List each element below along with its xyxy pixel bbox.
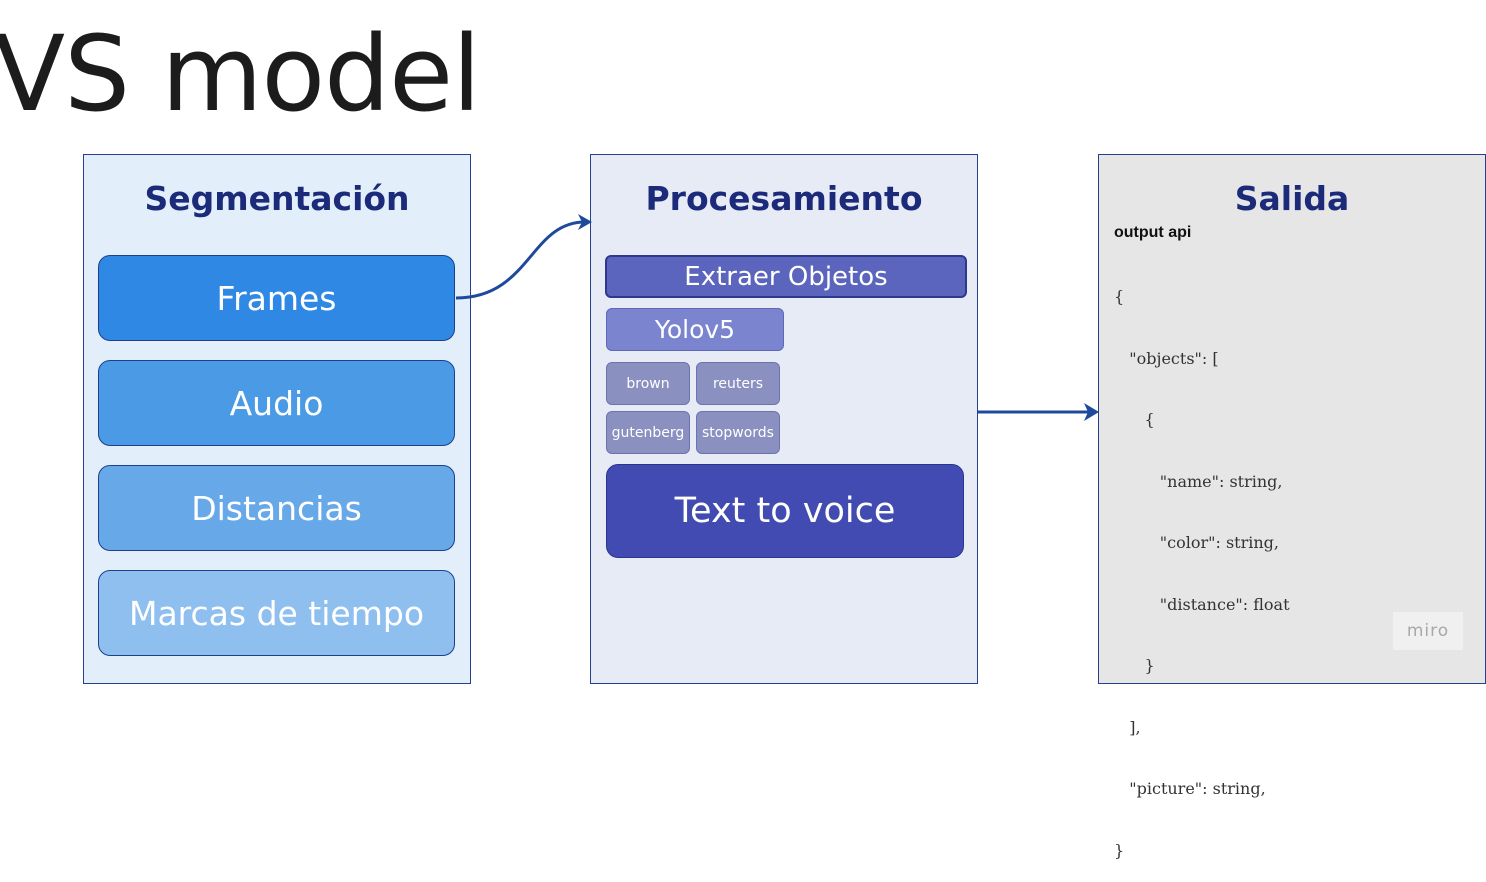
text-to-voice-label: Text to voice xyxy=(674,491,896,531)
chip-reuters[interactable]: reuters xyxy=(696,362,780,405)
distancias-box[interactable]: Distancias xyxy=(98,465,455,551)
audio-label: Audio xyxy=(229,383,324,423)
miro-watermark: miro xyxy=(1393,612,1463,650)
segmentacion-title: Segmentación xyxy=(144,179,410,218)
extraer-objetos-box[interactable]: Extraer Objetos xyxy=(605,255,967,298)
chip-stopwords-label: stopwords xyxy=(702,424,774,441)
code-line: { xyxy=(1114,410,1155,429)
yolov5-label: Yolov5 xyxy=(654,315,736,344)
text-to-voice-box[interactable]: Text to voice xyxy=(606,464,964,558)
marcas-de-tiempo-box[interactable]: Marcas de tiempo xyxy=(98,570,455,656)
code-line: "name": string, xyxy=(1114,471,1283,491)
marcas-de-tiempo-label: Marcas de tiempo xyxy=(128,593,425,633)
extraer-objetos-label: Extraer Objetos xyxy=(684,261,888,292)
code-line: ], xyxy=(1114,717,1141,737)
code-line: "picture": string, xyxy=(1114,779,1266,798)
page-title: VS model xyxy=(0,13,481,135)
arrowhead-icon xyxy=(1084,403,1099,421)
chip-gutenberg-label: gutenberg xyxy=(611,424,685,441)
code-line: "color": string, xyxy=(1114,533,1279,552)
audio-box[interactable]: Audio xyxy=(98,360,455,446)
chip-gutenberg[interactable]: gutenberg xyxy=(606,411,690,454)
yolov5-box[interactable]: Yolov5 xyxy=(606,308,784,351)
procesamiento-title: Procesamiento xyxy=(645,179,923,218)
salida-title: Salida xyxy=(1234,179,1350,218)
chip-brown[interactable]: brown xyxy=(606,362,690,405)
code-line: } xyxy=(1114,840,1125,860)
frames-label: Frames xyxy=(216,278,337,318)
arrowhead-icon xyxy=(578,214,592,230)
distancias-label: Distancias xyxy=(191,488,362,528)
code-line: "distance": float xyxy=(1114,594,1290,614)
code-line: { xyxy=(1114,287,1125,306)
code-line: "objects": [ xyxy=(1114,348,1219,368)
frames-box[interactable]: Frames xyxy=(98,255,455,341)
output-api-title: output api xyxy=(1114,224,1192,241)
frames-to-procesamiento-connector xyxy=(455,220,586,300)
code-line: } xyxy=(1114,656,1155,675)
connectors xyxy=(455,214,1099,421)
chip-reuters-label: reuters xyxy=(712,375,764,392)
chip-brown-label: brown xyxy=(626,375,670,392)
salida-panel: Salida xyxy=(1098,154,1486,684)
chip-stopwords[interactable]: stopwords xyxy=(696,411,780,454)
